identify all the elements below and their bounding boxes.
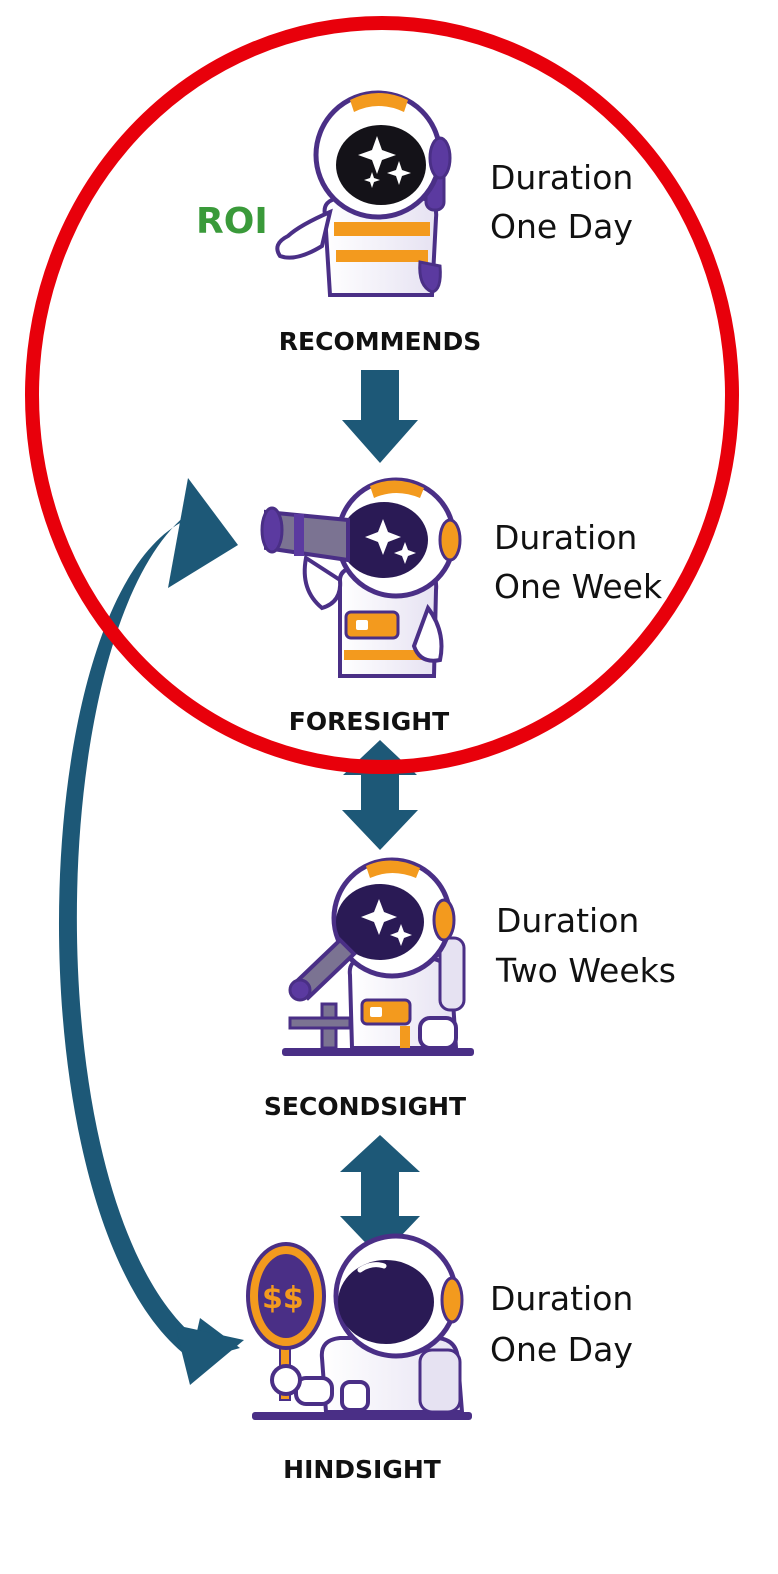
roi-badge: ROI [196,201,268,242]
duration-title-recommends: Duration [490,158,633,197]
astronaut-telescope-icon [260,477,462,678]
duration-title-secondsight: Duration [496,901,639,940]
stage-label-recommends: RECOMMENDS [279,327,481,356]
astronaut-microscope-icon [282,857,474,1056]
highlight-circle [25,16,739,774]
duration-value-recommends: One Day [490,207,633,246]
duration-title-hindsight: Duration [490,1279,633,1318]
stage-label-secondsight: SECONDSIGHT [264,1092,466,1121]
arrow-foresight-secondsight [342,740,418,850]
duration-value-foresight: One Week [494,567,663,606]
astronaut-mirror-icon: $$ [246,1233,472,1420]
stage-label-hindsight: HINDSIGHT [283,1455,441,1484]
duration-value-secondsight: Two Weeks [495,951,676,990]
feedback-curved-arrow [58,478,244,1385]
stage-label-foresight: FORESIGHT [289,707,449,736]
duration-value-hindsight: One Day [490,1330,633,1369]
money-badge: $$ [262,1281,304,1316]
arrow-recommends-to-foresight [342,370,418,463]
astronaut-presenting-icon: ROI [196,90,452,297]
duration-title-foresight: Duration [494,518,637,557]
